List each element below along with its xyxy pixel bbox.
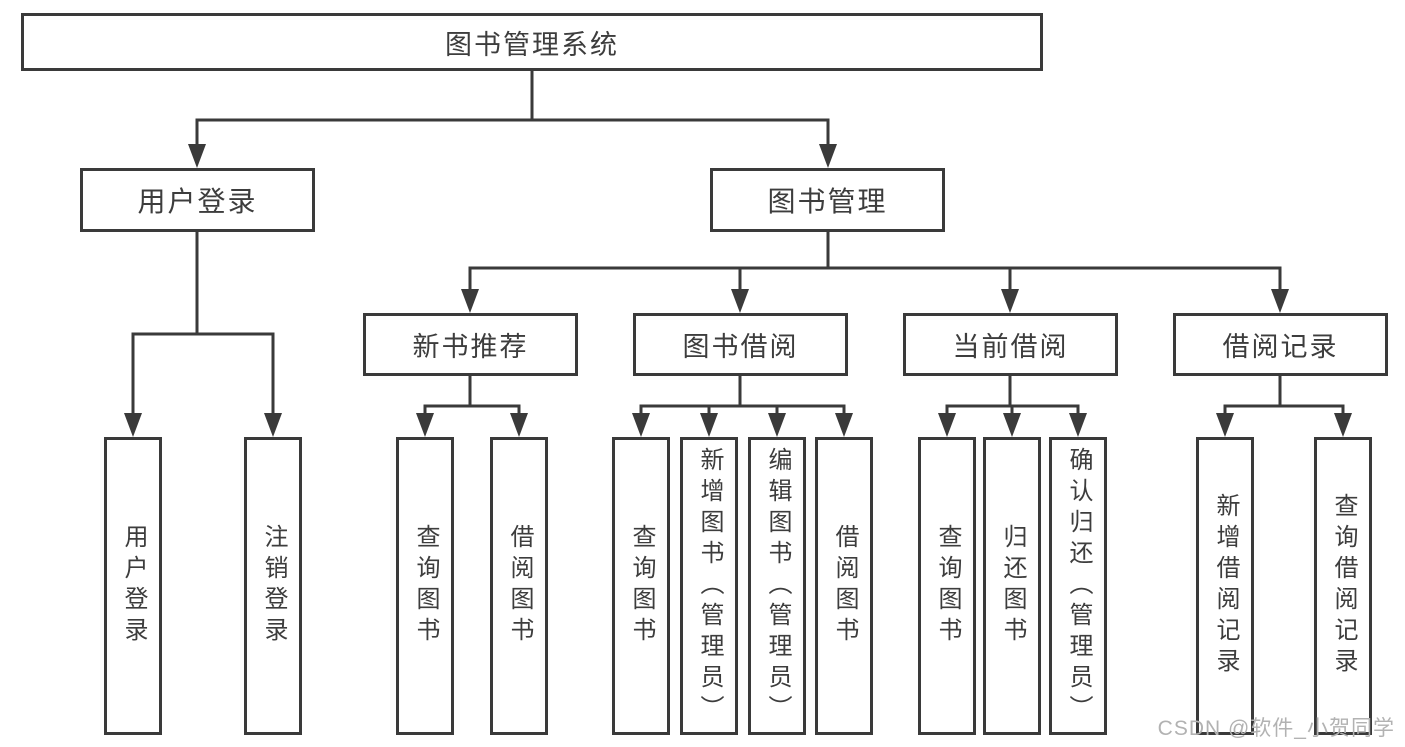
arrowhead-icon [731,289,749,313]
arrowhead-icon [1001,289,1019,313]
node-label: 借阅记录 [1222,332,1339,362]
arrowhead-icon [124,413,142,437]
connector-book-borrow-group [632,376,853,437]
connector-book-management-group [461,232,1289,313]
node-label: 确认归还（管理员） [1065,446,1092,726]
node-label: 当前借阅 [952,332,1069,362]
node-label: 用户登录 [120,524,147,648]
node-logout: 注销登录 [244,437,302,735]
node-book-borrow: 图书借阅 [633,313,848,376]
node-label: 编辑图书（管理员） [764,446,791,726]
node-query-books-current: 查询图书 [918,437,976,735]
node-label: 图书借阅 [682,332,799,362]
arrowhead-icon [819,144,837,168]
node-new-book-recommend: 新书推荐 [363,313,578,376]
arrowhead-icon [416,413,434,437]
node-borrow-records: 借阅记录 [1173,313,1388,376]
node-query-books-borrow: 查询图书 [612,437,670,735]
node-label: 新书推荐 [412,332,529,362]
node-borrow-books: 借阅图书 [815,437,873,735]
arrowhead-icon [938,413,956,437]
arrowhead-icon [510,413,528,437]
node-label: 查询图书 [934,524,961,648]
node-label: 归还图书 [999,524,1026,648]
node-label: 图书管理系统 [445,29,619,60]
node-label: 注销登录 [260,524,287,648]
arrowhead-icon [1271,289,1289,313]
connector-current-borrow-group [938,376,1087,437]
arrowhead-icon [264,413,282,437]
node-library-system: 图书管理系统 [21,13,1043,71]
node-label: 新增图书（管理员） [696,446,723,726]
arrowhead-icon [632,413,650,437]
node-return-book: 归还图书 [983,437,1041,735]
node-confirm-return-admin: 确认归还（管理员） [1049,437,1107,735]
node-edit-book-admin: 编辑图书（管理员） [748,437,806,735]
node-borrow-books-recommend: 借阅图书 [490,437,548,735]
node-query-borrow-record: 查询借阅记录 [1314,437,1372,735]
node-label: 借阅图书 [831,524,858,648]
node-label: 查询借阅记录 [1330,493,1357,679]
connector-borrow-record-group [1216,376,1352,437]
connector-root-to-level2 [188,70,837,168]
node-add-book-admin: 新增图书（管理员） [680,437,738,735]
arrowhead-icon [461,289,479,313]
node-user-login-group: 用户登录 [80,168,315,232]
node-query-books-recommend: 查询图书 [396,437,454,735]
node-label: 查询图书 [412,524,439,648]
node-add-borrow-record: 新增借阅记录 [1196,437,1254,735]
arrowhead-icon [1216,413,1234,437]
connector-new-book-group [416,376,528,437]
arrowhead-icon [188,144,206,168]
arrowhead-icon [835,413,853,437]
node-label: 图书管理 [767,186,888,217]
arrowhead-icon [1069,413,1087,437]
arrowhead-icon [700,413,718,437]
node-label: 查询图书 [628,524,655,648]
node-label: 借阅图书 [506,524,533,648]
arrowhead-icon [1003,413,1021,437]
arrowhead-icon [1334,413,1352,437]
node-book-management: 图书管理 [710,168,945,232]
csdn-watermark: CSDN @软件_小贺同学 [1157,717,1395,740]
node-user-login: 用户登录 [104,437,162,735]
connector-user-login-group [124,232,282,437]
arrowhead-icon [768,413,786,437]
node-label: 用户登录 [137,186,258,217]
node-label: 新增借阅记录 [1212,493,1239,679]
node-current-borrow: 当前借阅 [903,313,1118,376]
